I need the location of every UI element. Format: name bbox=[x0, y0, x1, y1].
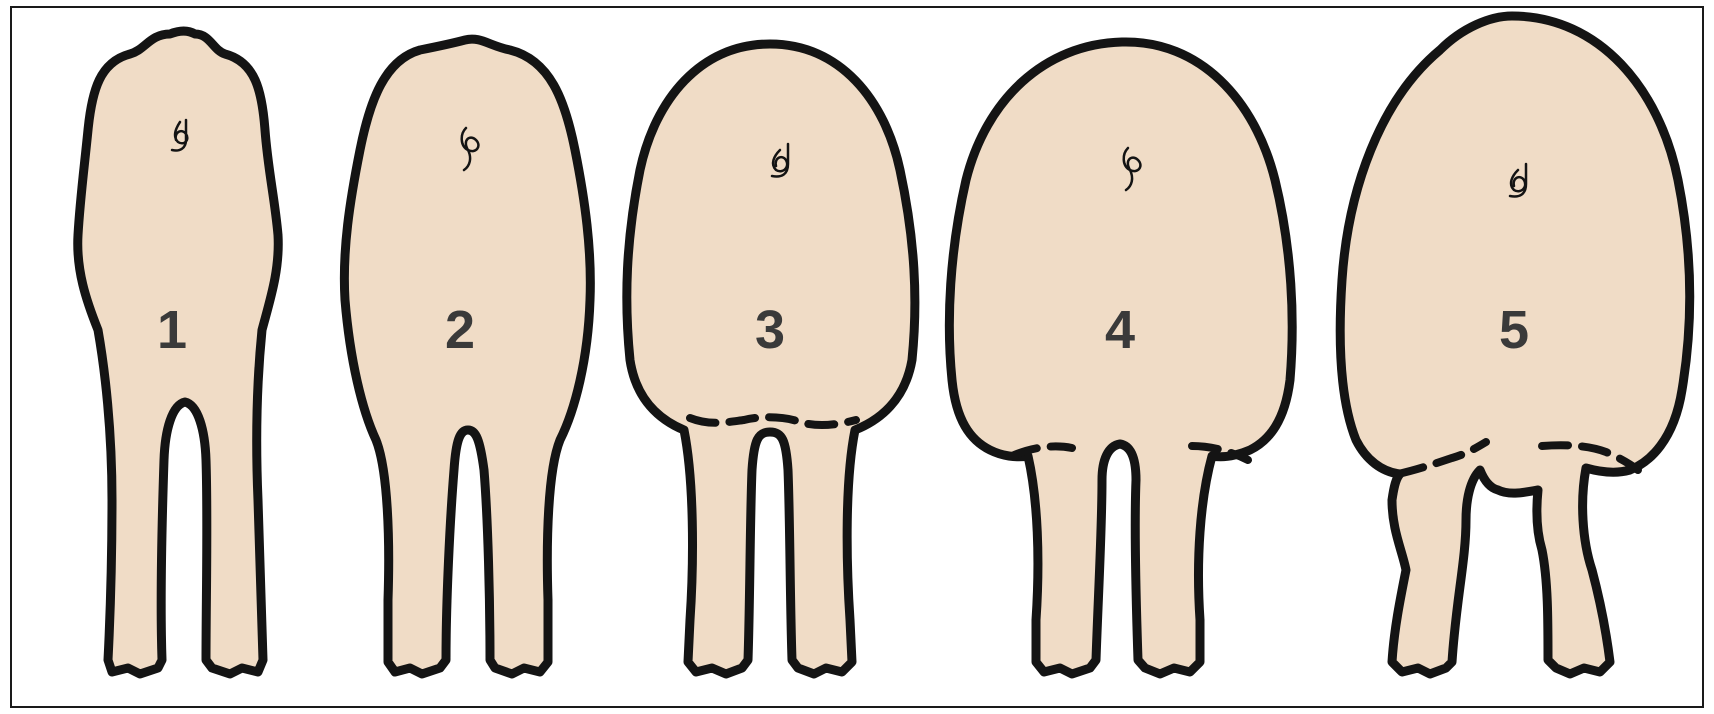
animal-5-label: 5 bbox=[1499, 300, 1529, 360]
animal-4-label: 4 bbox=[1105, 300, 1135, 360]
animal-2: 2 bbox=[344, 39, 590, 674]
animal-1: 1 bbox=[78, 31, 279, 674]
animal-3-label: 3 bbox=[755, 300, 785, 360]
animal-2-label: 2 bbox=[445, 300, 475, 360]
animal-1-label: 1 bbox=[157, 300, 187, 360]
animal-5: 5 bbox=[1340, 16, 1690, 674]
animal-3: 3 bbox=[627, 44, 915, 674]
animal-4: 4 bbox=[949, 42, 1292, 674]
